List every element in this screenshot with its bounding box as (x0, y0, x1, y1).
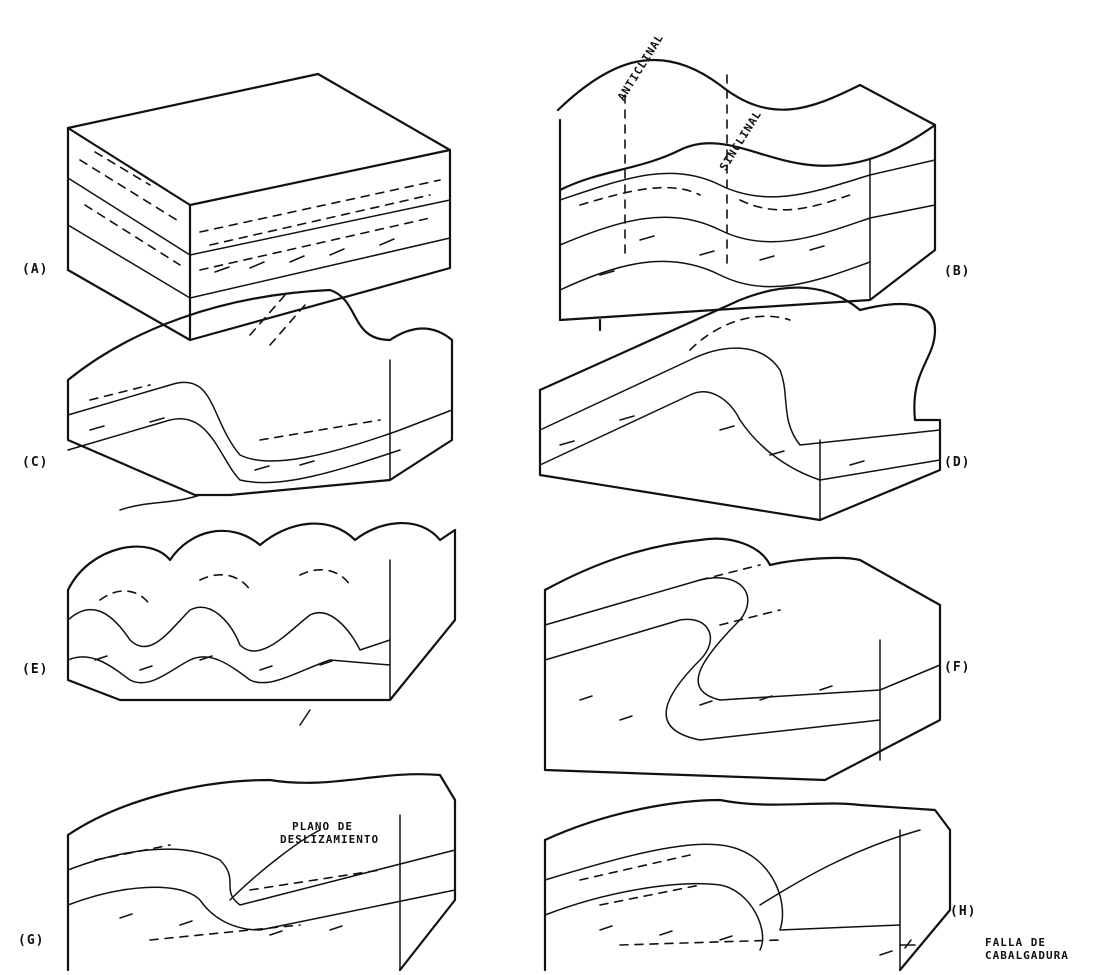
panel-label-d: (D) (944, 455, 970, 470)
thrust-fault-line1: FALLA DE (985, 936, 1069, 949)
thrust-fault-line2: CABALGADURA (985, 949, 1069, 962)
thrust-fault-annotation: FALLA DE CABALGADURA (985, 936, 1069, 962)
panel-label-a: (A) (22, 262, 48, 277)
panel-label-c: (C) (22, 455, 48, 470)
panel-label-e: (E) (22, 662, 48, 677)
slip-plane-line1: PLANO DE (280, 820, 379, 833)
panel-label-f: (F) (944, 660, 970, 675)
panel-label-b: (B) (944, 264, 970, 279)
slip-plane-line2: DESLIZAMIENTO (280, 833, 379, 846)
panel-label-g: (G) (18, 933, 44, 948)
slip-plane-annotation: PLANO DE DESLIZAMIENTO (280, 820, 379, 846)
panel-label-h: (H) (950, 904, 976, 919)
